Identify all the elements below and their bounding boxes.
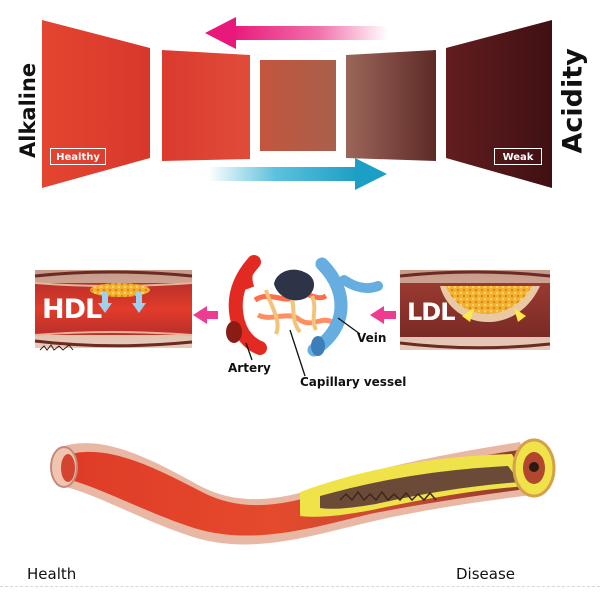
vein-label: Vein	[357, 331, 387, 345]
spectrum-block-2	[162, 50, 250, 161]
health-label: Health	[27, 565, 77, 583]
acidity-label: Acidity	[557, 48, 589, 154]
hdl-vessel	[34, 270, 193, 351]
ldl-label: LDL	[407, 298, 456, 326]
spectrum-block-5	[446, 20, 552, 188]
bottom-divider	[0, 586, 600, 587]
arrow-to-acidity	[208, 158, 387, 190]
flow-arrows	[193, 306, 396, 324]
spectrum-block-4	[346, 50, 436, 161]
hdl-label: HDL	[42, 294, 102, 325]
artery-progression	[50, 438, 556, 545]
circulation-illustration	[226, 255, 383, 377]
ph-spectrum	[42, 20, 552, 188]
arrow-to-alkaline	[205, 17, 388, 49]
ldl-vessel	[399, 270, 551, 350]
disease-label: Disease	[456, 565, 515, 583]
alkaline-label: Alkaline	[16, 62, 40, 158]
spectrum-block-1	[42, 20, 150, 188]
spectrum-block-3	[260, 60, 336, 151]
healthy-tag: Healthy	[50, 148, 106, 165]
artery-label: Artery	[228, 361, 271, 375]
capillary-vessel-label: Capillary vessel	[300, 375, 407, 389]
weak-tag: Weak	[494, 148, 542, 165]
